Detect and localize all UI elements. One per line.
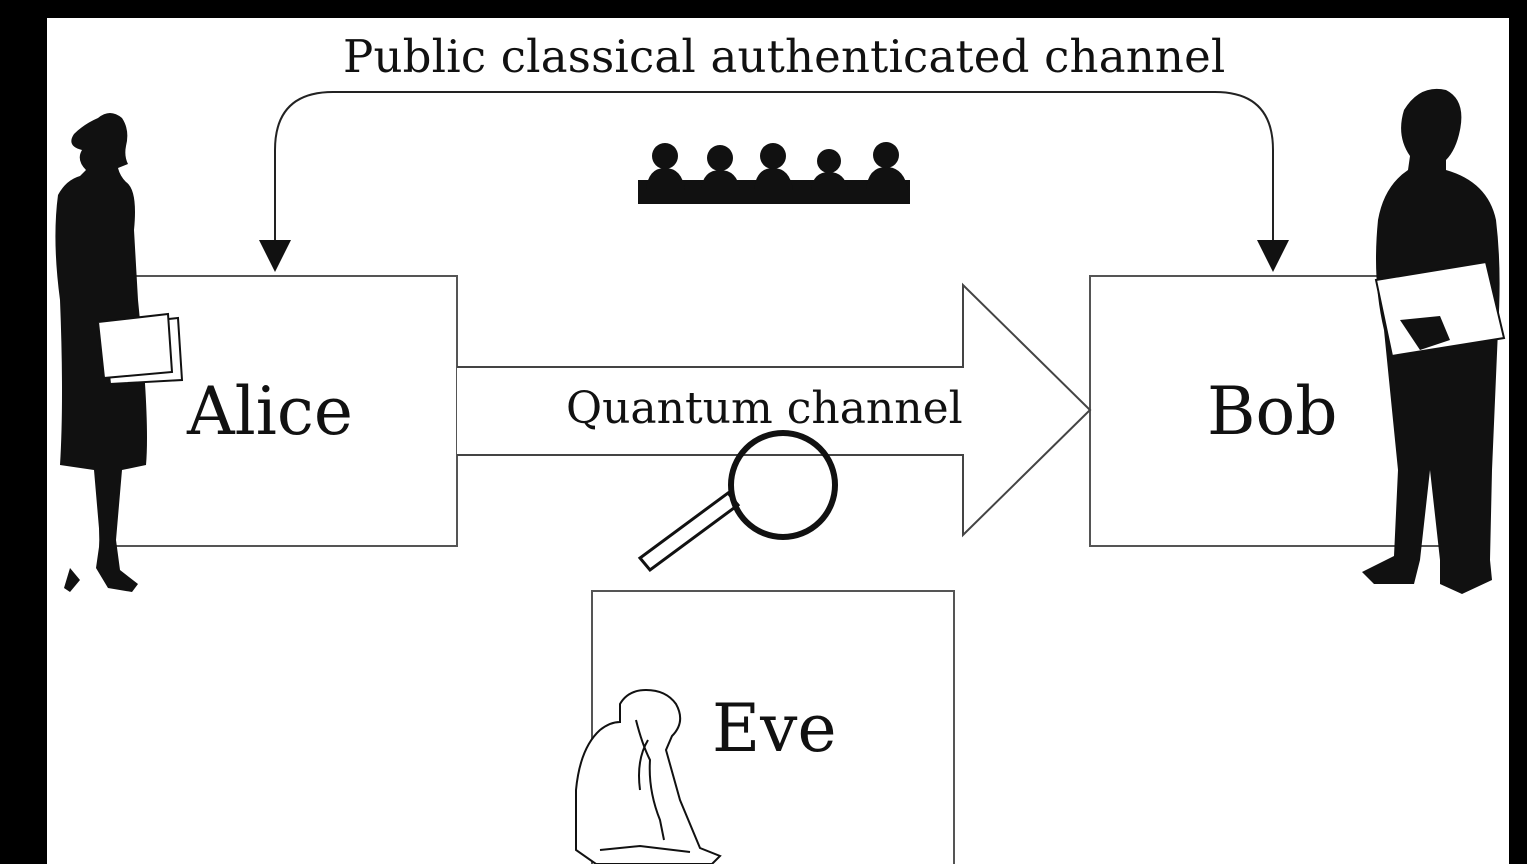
classical-channel-connector bbox=[274, 91, 1274, 250]
quantum-channel-label: Quantum channel bbox=[566, 383, 963, 434]
classical-channel-label: Public classical authenticated channel bbox=[343, 30, 1226, 83]
magnifying-glass-icon bbox=[637, 430, 838, 573]
clipboard-icon bbox=[1374, 260, 1506, 358]
eve-label: Eve bbox=[712, 690, 837, 767]
audience-icon bbox=[638, 142, 910, 204]
arrow-to-alice bbox=[259, 240, 291, 272]
eavesdropper-icon bbox=[575, 688, 722, 864]
bob-label: Bob bbox=[1207, 373, 1338, 450]
quantum-channel-arrow bbox=[457, 282, 1092, 538]
alice-label: Alice bbox=[187, 373, 353, 450]
papers-icon bbox=[96, 312, 184, 386]
arrow-to-bob bbox=[1257, 240, 1289, 272]
